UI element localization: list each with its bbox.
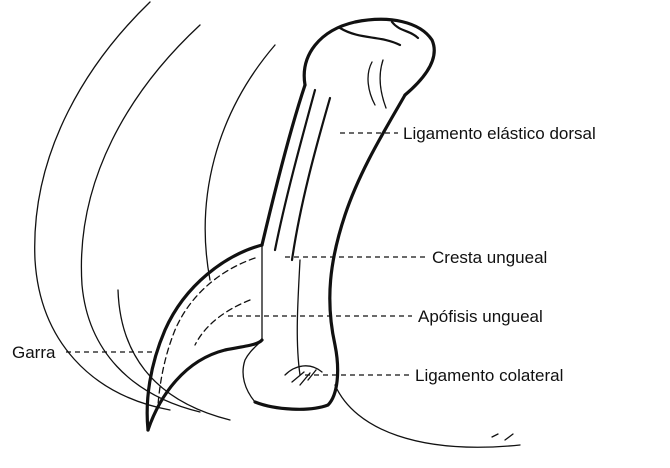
label-garra: Garra xyxy=(12,343,55,363)
label-ligamento-colateral: Ligamento colateral xyxy=(415,366,563,386)
ungual-bone xyxy=(255,85,405,409)
label-apofisis-ungueal: Apófisis ungueal xyxy=(418,307,543,327)
claw xyxy=(147,245,262,430)
leader-lines xyxy=(66,133,425,375)
label-ligamento-elastico-dorsal: Ligamento elástico dorsal xyxy=(403,124,596,144)
middle-phalanx xyxy=(304,19,434,108)
label-cresta-ungueal: Cresta ungueal xyxy=(432,248,547,268)
